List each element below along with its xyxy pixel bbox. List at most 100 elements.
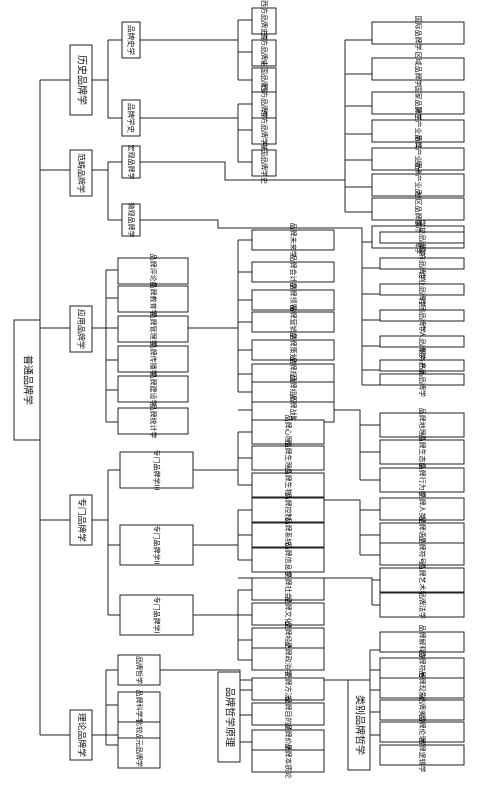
- theory-item: 品牌科学学: [117, 690, 161, 725]
- special-2-leaf-label: 品牌人类学: [418, 492, 427, 527]
- applied-item: 品牌评论学: [117, 254, 189, 289]
- micro-child: 个人品牌学: [379, 324, 465, 359]
- mgmt-child-label: 品牌未来学: [289, 223, 298, 258]
- principle-child-frame: [251, 702, 325, 726]
- special-2-leaf: 品牌语言学: [379, 517, 465, 552]
- root-node-label: 普通品牌学: [22, 355, 35, 405]
- applied-item: 品牌管理学: [117, 312, 189, 347]
- special-2-node-frame: [119, 524, 194, 566]
- special-2-child-frame: [251, 547, 325, 573]
- applied-item-label: 品牌评论学: [149, 254, 158, 289]
- special-3-leaf: 品牌地理学: [379, 408, 465, 443]
- applied-item-label: 品牌教育学: [149, 282, 158, 317]
- branch-philosophy-child-frame: [379, 721, 465, 743]
- branch-philosophy-child-label: 品牌现象学: [418, 671, 427, 706]
- branch-philosophy-child-label: 品牌符号学: [418, 651, 427, 686]
- applied-item-frame: [117, 407, 189, 435]
- special-3-child-label: 品牌生理学: [284, 441, 293, 476]
- branch-philosophy-child: 品牌解释学: [379, 625, 465, 660]
- micro-child-label: 社团品牌学: [418, 298, 427, 333]
- mgmt-child: 品牌策划学: [251, 333, 335, 368]
- study-history-child-frame: [251, 91, 277, 119]
- mgmt-child-frame: [251, 339, 335, 361]
- applied-branch: 应用品牌学: [69, 305, 93, 353]
- mgmt-child-frame: [251, 261, 335, 283]
- macro-child: 地区品牌学: [371, 192, 465, 227]
- macro-child: 国际品牌学: [371, 16, 465, 51]
- applied-item: 品牌教育学: [117, 282, 189, 317]
- history-study-child-label: 东方品牌史学: [260, 32, 269, 74]
- study-history-node-label: 品牌学史: [127, 103, 137, 133]
- mgmt-child-label: 品牌营销学: [289, 305, 298, 340]
- history-study-child-frame: [251, 7, 277, 35]
- macro-child-frame: [371, 197, 465, 221]
- special-3-leaf: 品牌行为学: [379, 463, 465, 498]
- mgmt-child: 品牌未来学: [251, 223, 335, 258]
- macro-child: 第三产业品牌学: [371, 107, 465, 156]
- principle-child: 品牌方法论: [251, 672, 325, 707]
- special-1-child-label: 品牌文化学: [284, 597, 293, 632]
- theory-item-label: 品牌哲学: [135, 656, 144, 684]
- history-study-child-label: 中国品牌史学: [260, 60, 269, 102]
- theory-item-label: 比较品牌学: [135, 720, 144, 755]
- applied-branch-frame: [69, 305, 93, 353]
- applied-item-frame: [117, 257, 189, 285]
- history-study-child: 东方品牌史学: [251, 32, 277, 74]
- theory-item: 品牌哲学: [117, 654, 161, 686]
- macro-child: 第一产业品牌学: [371, 161, 465, 210]
- mgmt-child-label: 品牌会计学: [289, 255, 298, 290]
- special-2-leaf-label: 品牌符号学: [418, 537, 427, 572]
- history-study-node-label: 品牌史学: [127, 25, 137, 55]
- micro-child-frame: [379, 359, 465, 372]
- special-1-leaf-frame: [379, 592, 465, 618]
- principles-node-label: 品牌哲学原理: [224, 687, 237, 747]
- mgmt-child-label: 品牌规划学: [289, 357, 298, 392]
- macro-child-label: 国际品牌学: [414, 16, 423, 51]
- special-2-child-frame: [251, 497, 325, 523]
- mgmt-child: 品牌营销学: [251, 305, 335, 340]
- micro-child-label: 学校品牌学: [418, 220, 427, 255]
- branch-philosophy-child-frame: [379, 677, 465, 699]
- special-3-child: 品牌生物学: [251, 468, 325, 503]
- micro-child-frame: [379, 373, 465, 386]
- special-1-child: 品牌社会学: [251, 572, 325, 607]
- special-branch-frame: [69, 494, 93, 546]
- special-1-child: 品牌经济学: [251, 622, 325, 657]
- special-2-child: 品牌控制论: [251, 493, 325, 528]
- special-2-leaf-label: 品牌语言学: [418, 517, 427, 552]
- micro-child-label: 产品品牌学: [418, 362, 427, 397]
- mgmt-child-frame: [251, 289, 335, 311]
- mgmt-child-label: 品牌战略学: [289, 395, 298, 430]
- study-history-node-frame: [121, 99, 141, 137]
- category-branch-label: 范畴品牌学: [77, 153, 87, 193]
- special-1-child: 品牌政治学: [251, 642, 325, 677]
- special-2-child-label: 品牌系统论: [284, 518, 293, 553]
- macro-child: 国家品牌学: [371, 86, 465, 121]
- micro-child-label: 个人品牌学: [418, 324, 427, 359]
- principle-child-label: 品牌目的论: [284, 697, 293, 732]
- macro-child-label: 地区品牌学: [414, 192, 423, 227]
- macro-child: 第二产业品牌学: [371, 135, 465, 184]
- special-3-leaf-label: 品牌地理学: [418, 408, 427, 443]
- study-history-node: 品牌学史: [121, 99, 141, 137]
- micro-child: 企业品牌学: [379, 272, 465, 307]
- macro-child-label: 区域品牌学: [414, 52, 423, 87]
- mgmt-child-label: 品牌组织学: [289, 375, 298, 410]
- special-1-leaf: 品牌艺术学: [379, 563, 465, 598]
- macro-child-frame: [371, 119, 465, 143]
- branch-philosophy-child-frame: [379, 699, 465, 721]
- special-1-child-label: 品牌政治学: [284, 642, 293, 677]
- study-history-child-frame: [251, 117, 277, 145]
- applied-item-frame: [117, 285, 189, 313]
- principle-child-label: 品牌方法论: [284, 672, 293, 707]
- study-history-child: 东方品牌学史: [251, 110, 277, 152]
- connector-line: [140, 219, 363, 385]
- applied-branch-label: 应用品牌学: [77, 309, 87, 349]
- branch-philosophy-node: 类别品牌哲学: [347, 679, 371, 771]
- macro-child-label: 第三产业品牌学: [414, 107, 423, 156]
- macro-child-label: 国家品牌学: [414, 86, 423, 121]
- history-study-child-frame: [251, 67, 277, 95]
- special-2-leaf-frame: [379, 497, 465, 521]
- micro-child: 产品品牌学: [379, 362, 465, 397]
